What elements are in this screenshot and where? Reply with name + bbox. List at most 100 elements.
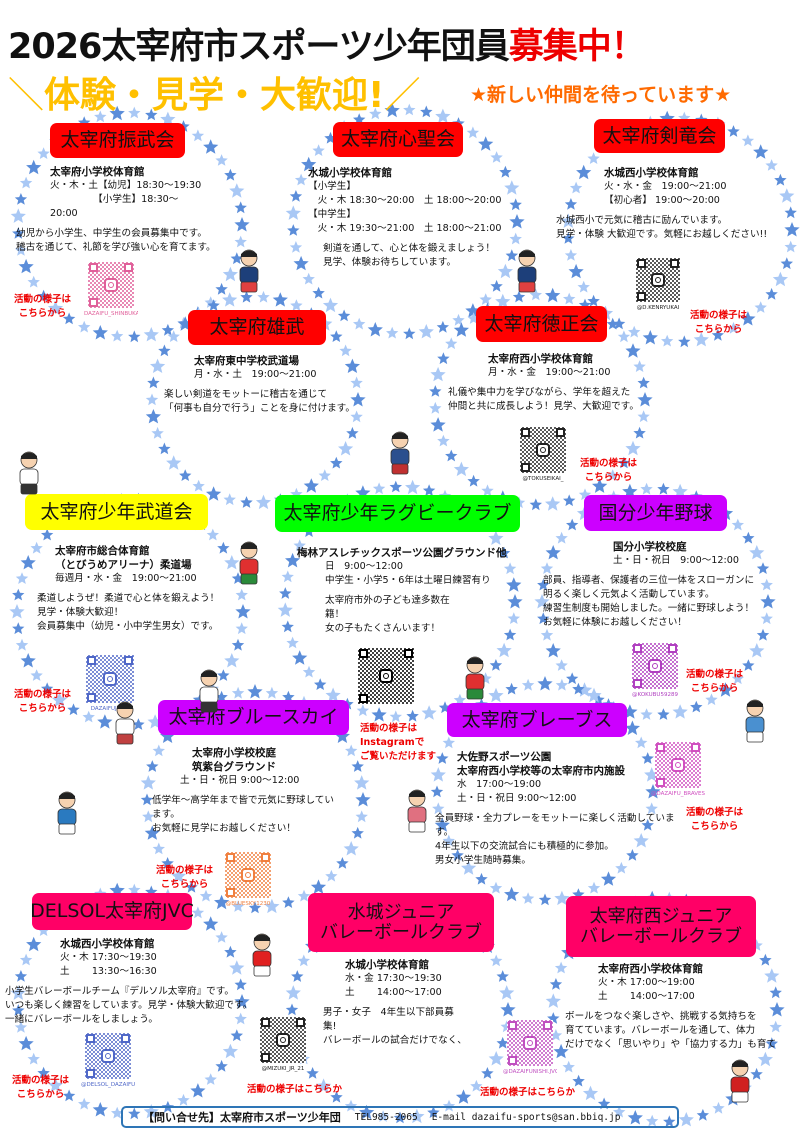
instagram-handle[interactable]: @DAZAIFUNISHI.JVC <box>503 1069 557 1075</box>
instagram-qr-code[interactable] <box>86 655 134 703</box>
instagram-qr-code[interactable] <box>85 1033 131 1079</box>
description-line: 見学・体験大歓迎！ <box>37 607 124 618</box>
note-line: 活動の様子は <box>580 458 638 469</box>
star-icon <box>640 482 653 495</box>
note-line: Instagramで <box>360 737 425 748</box>
baseball-player-illustration <box>738 698 772 750</box>
star-icon <box>499 985 515 1000</box>
star-icon <box>615 861 628 874</box>
star-icon <box>624 720 640 735</box>
star-icon <box>367 322 383 337</box>
star-icon <box>434 817 450 832</box>
description-line: お気軽に見学にお越しください！ <box>152 823 296 834</box>
star-icon <box>297 954 310 967</box>
description-line: 低学年〜高学年まで皆で元気に野球してい <box>152 795 334 806</box>
star-icon <box>217 669 230 681</box>
star-icon <box>128 1107 141 1120</box>
star-icon <box>661 334 674 347</box>
instagram-handle[interactable]: @TOKUSEIKAI_ <box>522 476 564 482</box>
star-icon <box>384 102 400 118</box>
instagram-qr-code[interactable] <box>88 262 134 308</box>
subtitle: 体験・見学・大歓迎! <box>44 75 385 116</box>
star-icon <box>406 709 419 722</box>
instagram-qr-code[interactable] <box>358 648 414 704</box>
star-icon <box>234 201 247 214</box>
star-icon <box>633 360 646 372</box>
star-icon <box>82 710 95 723</box>
judo-players-illustration <box>12 450 46 502</box>
instagram-handle[interactable]: @D.KENRYUKAI <box>636 305 680 311</box>
note-line: ご覧いただけます <box>360 751 437 762</box>
star-icon <box>780 257 793 270</box>
contact-email[interactable]: E-mail dazaifu-sports@san.bbiq.jp <box>431 1111 621 1123</box>
star-icon <box>277 602 293 617</box>
club-schedule: 毎週月・水・金 19:00〜21:00 <box>37 572 219 586</box>
star-icon <box>757 1051 773 1067</box>
club-venue: 太宰府小学校体育館 <box>16 165 216 179</box>
star-icon <box>749 643 765 658</box>
instagram-handle[interactable]: DAZAIFUJUDO <box>90 706 130 712</box>
instagram-handle[interactable]: DAZAIFU_SHINBUKAI <box>84 311 138 317</box>
instagram-icon <box>536 443 550 457</box>
star-icon <box>521 678 535 691</box>
star-icon <box>140 775 156 790</box>
qr-corner <box>633 644 642 653</box>
star-icon <box>672 483 688 499</box>
star-icon <box>645 784 661 799</box>
instagram-qr-code[interactable] <box>520 427 566 473</box>
star-icon <box>612 317 626 330</box>
activity-note: 活動の様子はこちらから <box>12 1074 69 1102</box>
star-icon <box>389 480 402 493</box>
contact-tel[interactable]: TEL985-2065 <box>354 1111 418 1123</box>
instagram-qr-code[interactable] <box>507 1020 553 1066</box>
club-venue: 水城小学校体育館 <box>323 958 467 972</box>
schedule-line: 火・木・土【幼児】18:30〜19:30 <box>50 180 202 191</box>
description-line: 部員、指導者、保護者の三位一体をスローガンに <box>543 575 755 586</box>
star-icon <box>257 290 270 303</box>
star-icon <box>432 802 445 815</box>
star-icon <box>481 484 494 497</box>
star-icon <box>678 1112 694 1127</box>
star-icon <box>345 744 358 757</box>
schedule-line: 中学生・小学5・6年は土曜日練習有り <box>325 575 491 586</box>
instagram-handle[interactable]: @DELSOL_DAZAIFU <box>81 1082 135 1088</box>
club-venue: 太宰府市総合体育館（とびうめアリーナ）柔道場 <box>37 544 219 572</box>
subtitle-banner: ＼体験・見学・大歓迎!／ <box>8 66 420 118</box>
star-icon <box>490 151 503 163</box>
instagram-qr-code[interactable] <box>632 643 678 689</box>
star-icon <box>529 498 542 511</box>
club-description: 楽しい剣道をモットーに稽古を通じて「何事も自分で行う」ことを身に付けます。 <box>164 388 355 416</box>
star-icon <box>62 1089 76 1102</box>
instagram-qr-code[interactable] <box>636 258 680 302</box>
instagram-handle[interactable]: @BLUESKY.1230 <box>225 901 271 907</box>
instagram-qr-code[interactable] <box>260 1017 306 1063</box>
star-icon <box>549 978 563 990</box>
star-icon <box>37 924 50 936</box>
instagram-handle[interactable]: @DAZAIFU_BRAVES <box>651 791 705 797</box>
qr-corner <box>124 656 133 665</box>
star-icon <box>504 180 520 195</box>
club-title: 国分少年野球 <box>584 495 727 531</box>
star-icon <box>672 704 688 719</box>
rugby-players-illustration <box>458 655 492 707</box>
star-icon <box>255 494 272 510</box>
star-icon <box>235 588 248 601</box>
qr-corner <box>261 1018 270 1027</box>
description-line: 仲間と共に成長しよう！見学、大歓迎です。 <box>448 401 639 412</box>
instagram-handle[interactable]: @MIZUKI_JR_21 <box>261 1066 305 1072</box>
star-icon <box>534 594 550 609</box>
star-icon <box>247 684 263 699</box>
star-icon <box>318 469 331 481</box>
star-icon <box>564 249 578 261</box>
instagram-qr-code[interactable] <box>655 742 701 788</box>
instagram-handle[interactable]: @KOKUBU59289 <box>632 692 678 698</box>
star-icon <box>633 426 646 439</box>
instagram-qr-code[interactable] <box>225 852 271 898</box>
note-line: 活動の様子は <box>686 669 744 680</box>
description-line: 柔道しようぜ！柔道で心と体を鍛えよう！ <box>37 593 220 604</box>
star-icon <box>161 323 174 336</box>
club-schedule: 月・水・金 19:00〜21:00 <box>448 366 639 380</box>
star-icon <box>437 352 450 365</box>
